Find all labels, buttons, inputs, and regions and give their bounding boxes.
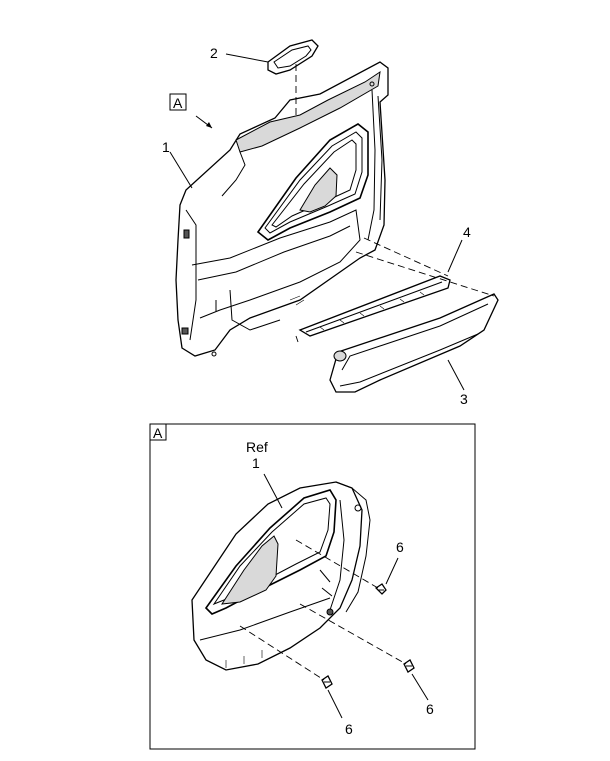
leader-clip-6-upper xyxy=(385,557,399,585)
callout-detail-label: A xyxy=(153,425,163,441)
leader-clip-6-right xyxy=(411,673,429,701)
detail-door-panel xyxy=(191,481,371,671)
upper-alignment-dash-3 xyxy=(295,335,299,343)
callout-clip-6-left: 6 xyxy=(345,721,353,737)
leader-part-1 xyxy=(169,151,193,189)
leader-part-2 xyxy=(225,53,269,63)
detail-view-frame xyxy=(149,423,476,750)
upper-alignment-dash-2 xyxy=(355,251,495,297)
callout-part-4: 4 xyxy=(463,224,471,240)
detail-dash-upper xyxy=(295,539,379,589)
detail-dash-left xyxy=(239,625,325,681)
detail-dash-right xyxy=(299,603,407,665)
callout-part-1: 1 xyxy=(162,139,170,155)
clip-6-right xyxy=(403,659,415,673)
lower-trim-part xyxy=(329,293,499,393)
leader-part-3 xyxy=(447,359,465,391)
leader-ref-1 xyxy=(263,473,283,509)
view-a-marker xyxy=(169,93,213,129)
callout-part-2: 2 xyxy=(210,45,218,61)
callout-clip-6-upper: 6 xyxy=(396,539,404,555)
clip-6-upper xyxy=(374,583,387,595)
callout-view-marker: A xyxy=(173,95,183,111)
leader-clip-6-left xyxy=(327,689,343,719)
upper-alignment-dash-1 xyxy=(363,237,449,277)
callout-ref-number: 1 xyxy=(252,455,260,471)
trim-strip-part xyxy=(298,275,451,337)
detail-label-box xyxy=(149,423,167,441)
oval-bezel-part xyxy=(267,39,319,75)
clip-6-left xyxy=(321,675,333,689)
callout-clip-6-right: 6 xyxy=(426,701,434,717)
callout-ref-text: Ref xyxy=(246,439,268,455)
callout-part-3: 3 xyxy=(460,391,468,407)
leader-part-4 xyxy=(447,239,463,273)
door-trim-panel xyxy=(175,61,389,357)
